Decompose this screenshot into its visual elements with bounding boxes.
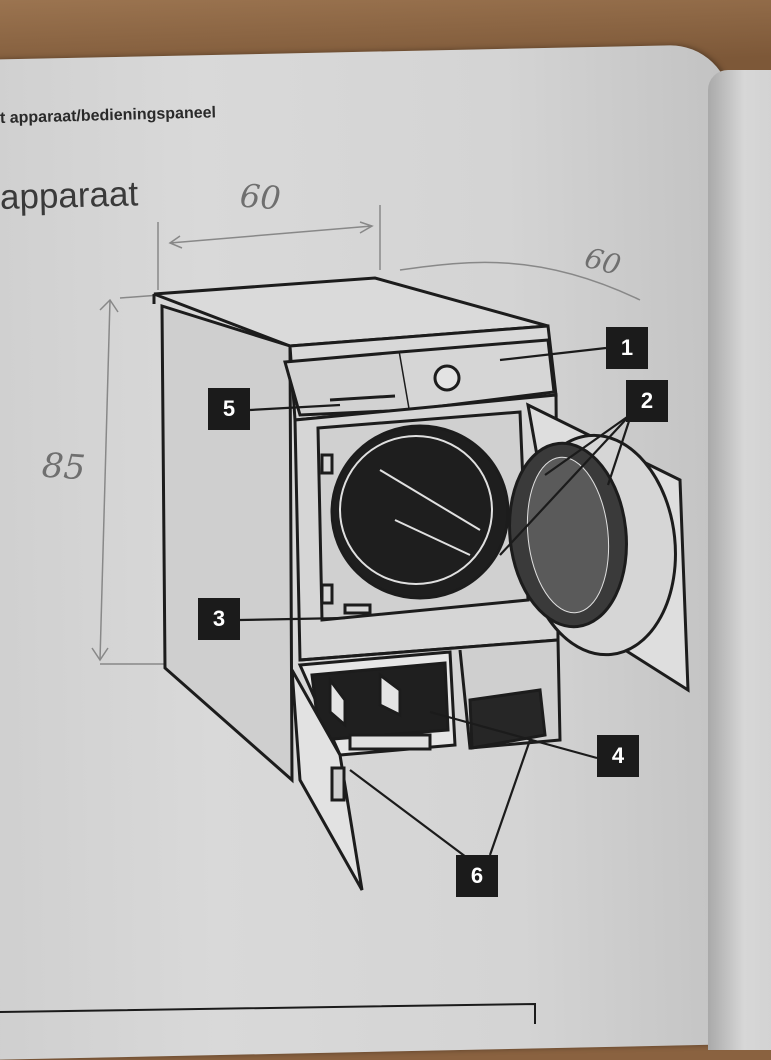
callout-4: 4 (597, 735, 639, 777)
leader-lines (239, 346, 634, 861)
callout-5: 5 (208, 388, 250, 430)
handwritten-width: 60 (238, 176, 282, 218)
callout-3: 3 (198, 598, 240, 640)
callout-6: 6 (456, 855, 498, 897)
handwritten-height: 85 (40, 445, 87, 489)
dryer-illustration-icon (0, 205, 690, 1024)
dimension-lines (91, 205, 641, 665)
next-figure-frame (0, 1002, 536, 1024)
callout-2: 2 (626, 380, 668, 422)
dryer-body (152, 276, 690, 891)
next-page-edge (708, 70, 771, 1050)
callout-1: 1 (606, 327, 648, 369)
